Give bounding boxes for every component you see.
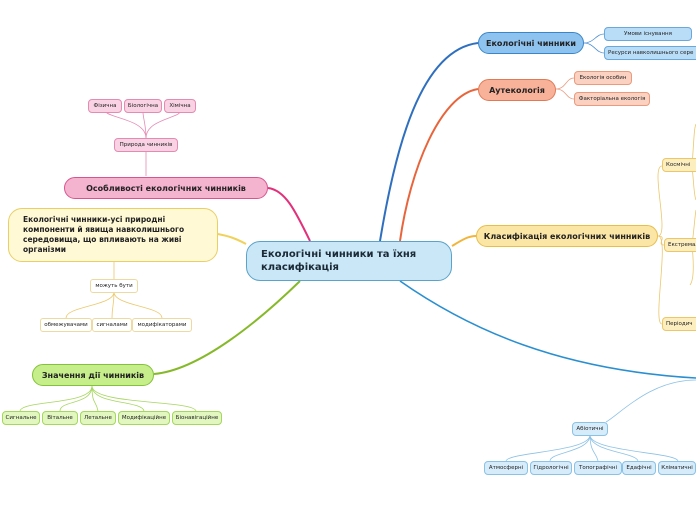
- connector-features: [267, 187, 311, 242]
- abiotic-hydrological[interactable]: Гідрологічні: [530, 461, 572, 475]
- branch-significance[interactable]: Значення дії чинників: [32, 364, 154, 386]
- definition-text[interactable]: Екологічні чинники-усі природні компонен…: [8, 208, 218, 262]
- classification-extreme[interactable]: Екстремал: [664, 238, 696, 252]
- definition-can-be[interactable]: можуть бути: [90, 279, 138, 293]
- classification-cosmic[interactable]: Космічні: [662, 158, 696, 172]
- kind-limiters[interactable]: обмежувачами: [40, 318, 92, 332]
- branch-classification[interactable]: Класифікація екологічних чинників: [476, 225, 658, 247]
- significance-bionavigation[interactable]: Біонавігаційне: [172, 411, 222, 425]
- abiotic-edaphic[interactable]: Едафічні: [622, 461, 656, 475]
- significance-signal[interactable]: Сигнальне: [2, 411, 40, 425]
- kind-signals[interactable]: сигналами: [92, 318, 132, 332]
- eco-factors-child-1[interactable]: Умови існування: [604, 27, 692, 41]
- connector-definition: [217, 233, 247, 245]
- kind-modifiers[interactable]: модифікаторами: [132, 318, 192, 332]
- abiotic-atmospheric[interactable]: Атмосферні: [484, 461, 528, 475]
- abiotic-climatic[interactable]: Кліматичні: [658, 461, 696, 475]
- connector-classification: [451, 235, 477, 247]
- central-topic[interactable]: Екологічні чинники та їхня класифікація: [246, 241, 452, 281]
- nature-chemical[interactable]: Хімічна: [164, 99, 196, 113]
- branch-eco-factors[interactable]: Екологічні чинники: [478, 32, 584, 54]
- connector-eco-factors: [379, 42, 479, 242]
- branch-features[interactable]: Особливості екологічних чинників: [64, 177, 268, 199]
- autecology-child-1[interactable]: Екологія особин: [574, 71, 632, 85]
- significance-lethal[interactable]: Летальне: [80, 411, 116, 425]
- branch-abiotic[interactable]: Абіотичні: [572, 422, 608, 436]
- significance-modifying[interactable]: Модифікаційне: [118, 411, 170, 425]
- abiotic-topographic[interactable]: Топографічні: [574, 461, 622, 475]
- connector-autecology: [399, 88, 479, 242]
- eco-factors-child-2[interactable]: Ресурси навколишнього сере: [604, 46, 696, 60]
- nature-physical[interactable]: Фізична: [88, 99, 122, 113]
- branch-autecology[interactable]: Аутекологія: [478, 79, 556, 101]
- classification-periodic[interactable]: Періодич: [662, 317, 696, 331]
- nature-biological[interactable]: Біологічна: [124, 99, 162, 113]
- significance-vital[interactable]: Вітальне: [42, 411, 78, 425]
- connector-abiotic-main: [399, 280, 696, 379]
- features-nature[interactable]: Природа чинників: [114, 138, 178, 152]
- autecology-child-2[interactable]: Факторіальна екологія: [574, 92, 650, 106]
- connector-significance: [153, 280, 301, 375]
